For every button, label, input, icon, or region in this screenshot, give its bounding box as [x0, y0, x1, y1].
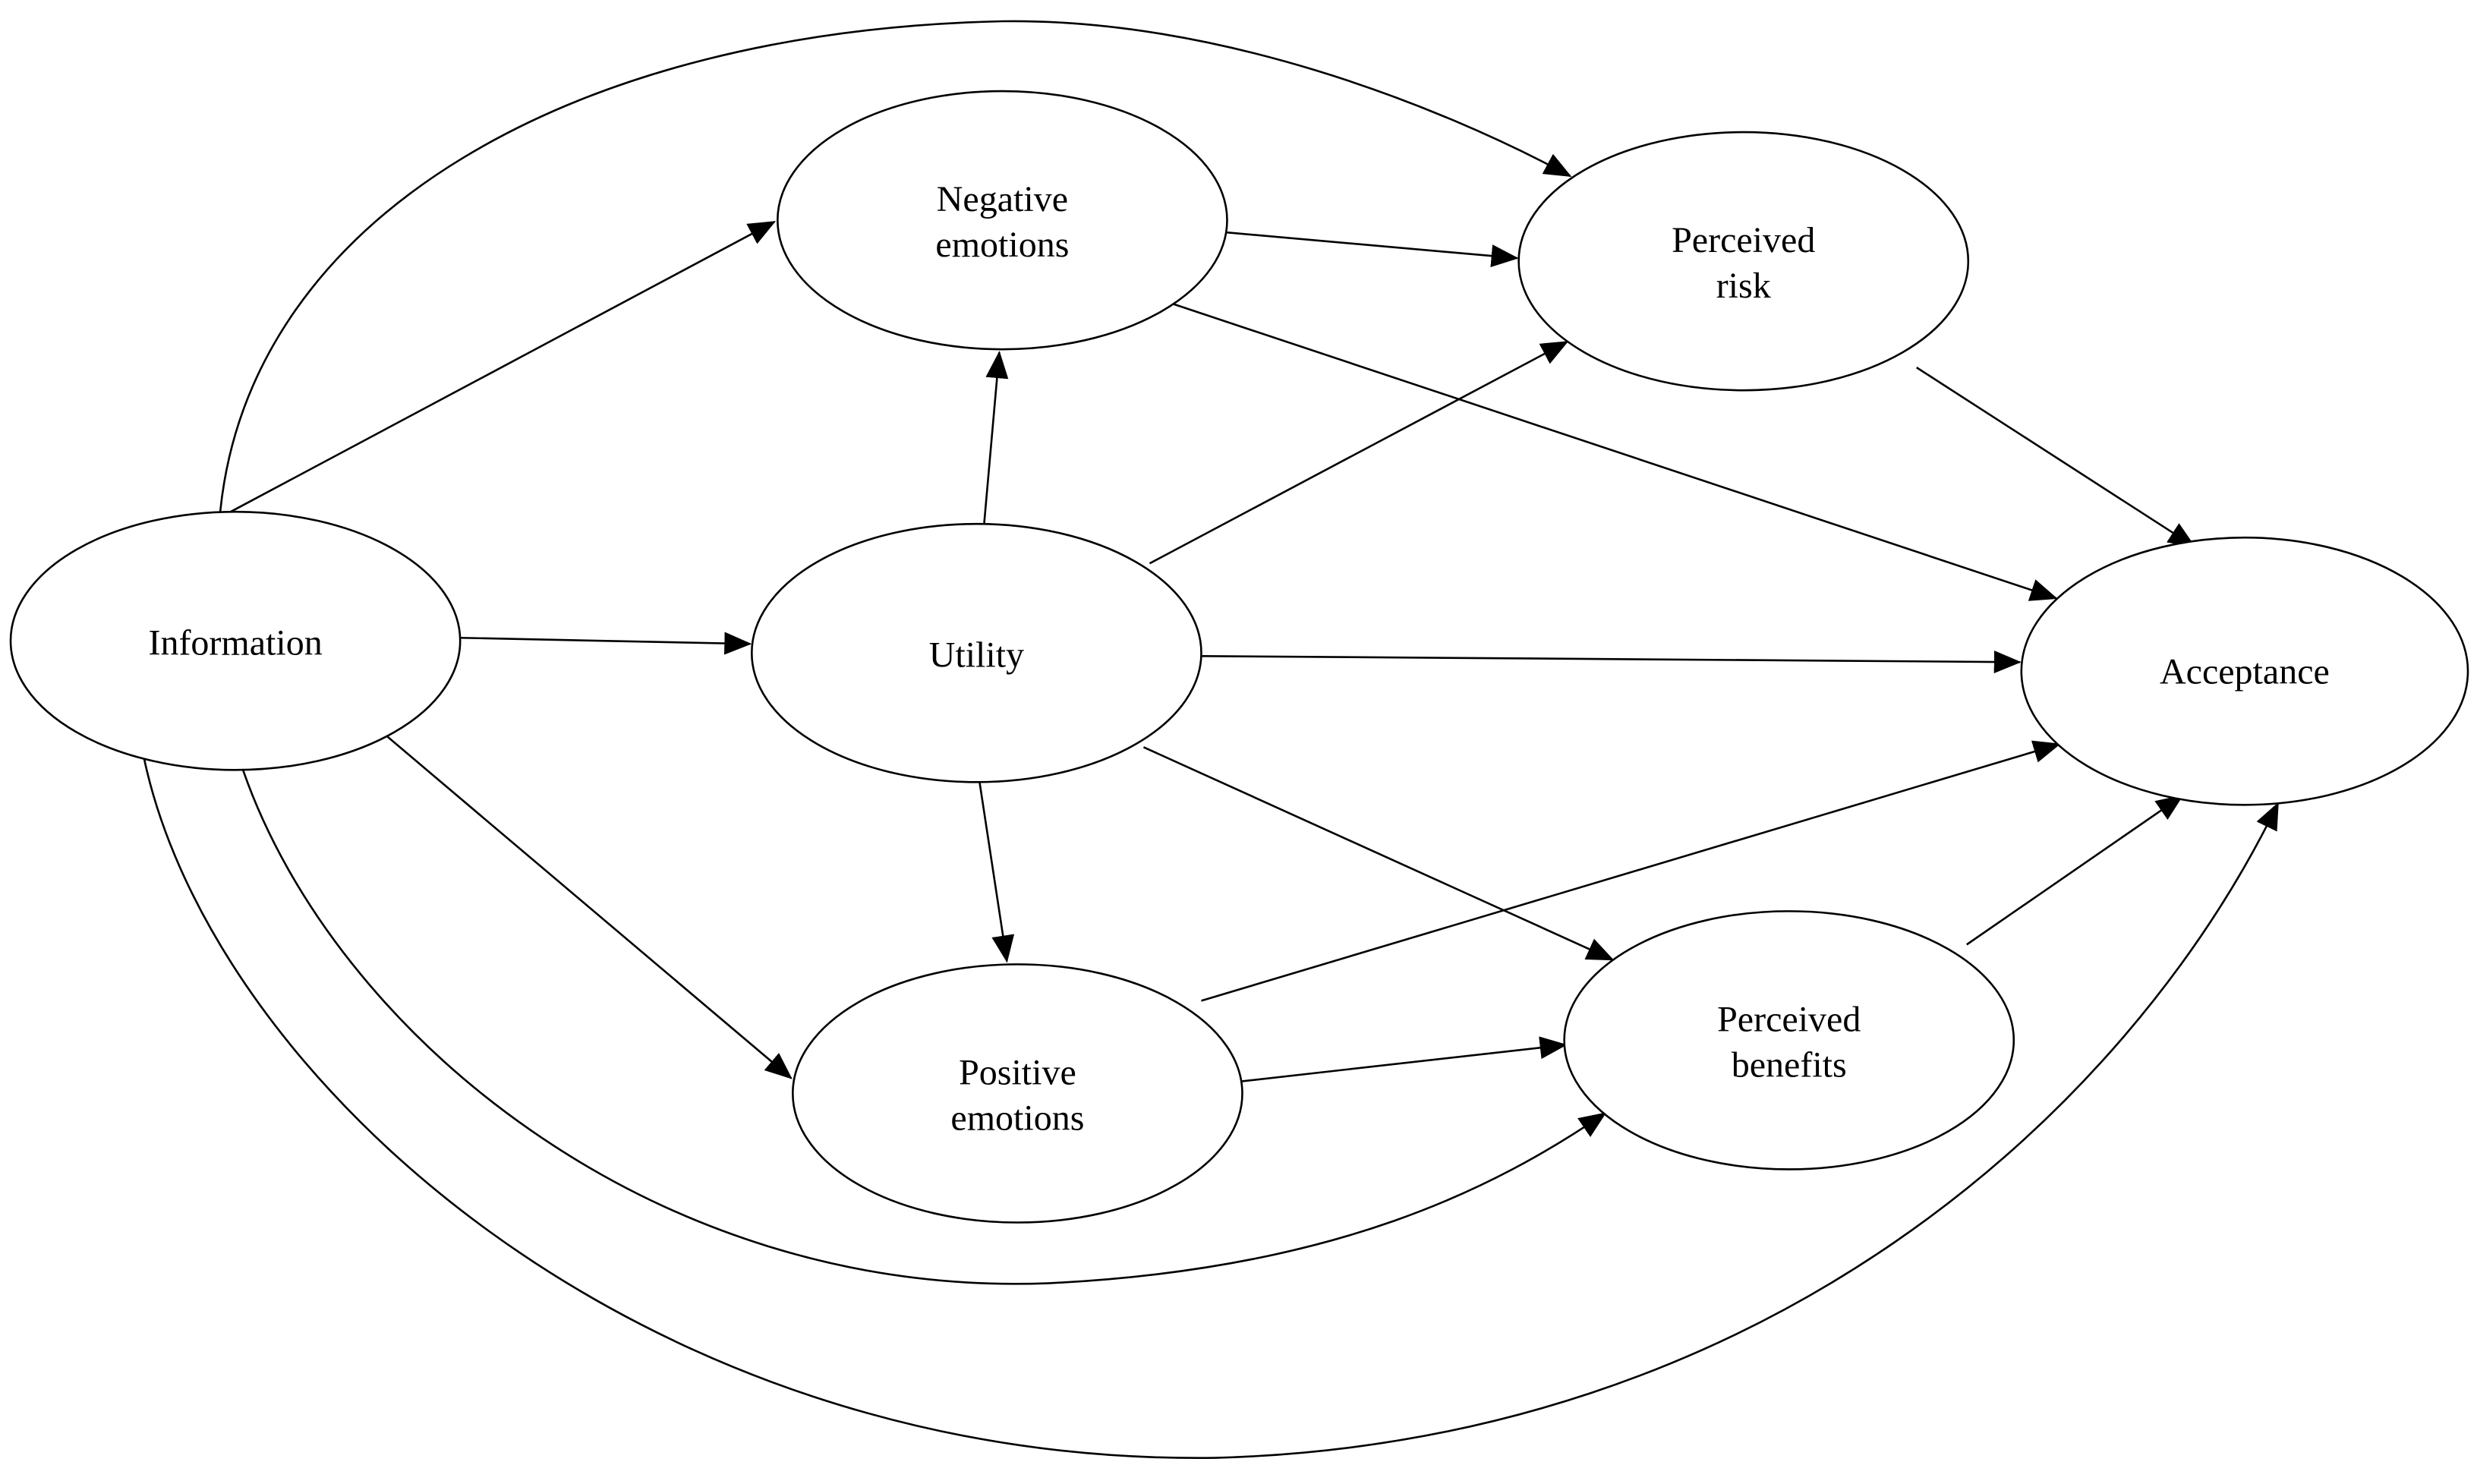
- information-ellipse: [9, 510, 462, 771]
- edge-utility-to-positive-emotions: [979, 782, 1015, 963]
- perceived-benefits-ellipse: [1563, 910, 2015, 1171]
- edge-information-to-utility: [460, 632, 752, 655]
- positive-emotions-label-line2: emotions: [950, 1098, 1084, 1138]
- edge-positive-emotions-to-acceptance: [1201, 740, 2061, 1002]
- node-utility: Utility: [751, 522, 1202, 783]
- edge-information-to-perceived-risk: [219, 20, 1572, 512]
- node-information: Information: [9, 510, 462, 771]
- negative-emotions-label-line2: emotions: [935, 225, 1069, 265]
- utility-ellipse: [751, 522, 1202, 783]
- edge-positive-emotions-to-perceived-benefits: [1242, 1036, 1568, 1082]
- perceived-benefits-label-line2: benefits: [1732, 1044, 1847, 1085]
- perceived-risk-ellipse: [1517, 131, 1970, 392]
- information-label: Information: [148, 622, 322, 663]
- node-acceptance: Acceptance: [2020, 536, 2469, 806]
- perceived-risk-label-line1: Perceived: [1672, 220, 1815, 260]
- edge-utility-to-acceptance: [1201, 651, 2022, 674]
- node-positive-emotions: Positive emotions: [792, 963, 1243, 1224]
- perceived-risk-label-line2: risk: [1716, 266, 1771, 306]
- node-perceived-benefits: Perceived benefits: [1563, 910, 2015, 1171]
- edge-perceived-benefits-to-acceptance: [1966, 795, 2184, 946]
- edge-utility-to-perceived-risk: [1149, 340, 1569, 565]
- edge-negative-emotions-to-acceptance: [1172, 302, 2058, 601]
- node-perceived-risk: Perceived risk: [1517, 131, 1970, 392]
- perceived-benefits-label-line1: Perceived: [1717, 999, 1861, 1039]
- acceptance-label: Acceptance: [2160, 651, 2330, 692]
- nodes-layer: Information Negative emotions Utility Po…: [9, 90, 2469, 1224]
- edge-utility-to-perceived-benefits: [1142, 746, 1615, 961]
- positive-emotions-ellipse: [792, 963, 1243, 1224]
- negative-emotions-label-line1: Negative: [937, 179, 1068, 219]
- acceptance-ellipse: [2020, 536, 2469, 806]
- edge-information-to-negative-emotions: [227, 220, 777, 515]
- edge-information-to-acceptance: [143, 759, 2280, 1459]
- negative-emotions-ellipse: [777, 90, 1228, 351]
- positive-emotions-label-line1: Positive: [959, 1052, 1076, 1092]
- edge-negative-emotions-to-perceived-risk: [1225, 231, 1519, 268]
- edge-utility-to-negative-emotions: [983, 351, 1009, 525]
- edge-information-to-perceived-benefits: [241, 769, 1607, 1285]
- node-negative-emotions: Negative emotions: [777, 90, 1228, 351]
- edges-layer: [143, 20, 2280, 1459]
- edge-information-to-positive-emotions: [386, 736, 793, 1079]
- edge-perceived-risk-to-acceptance: [1916, 367, 2196, 548]
- utility-label: Utility: [929, 635, 1024, 675]
